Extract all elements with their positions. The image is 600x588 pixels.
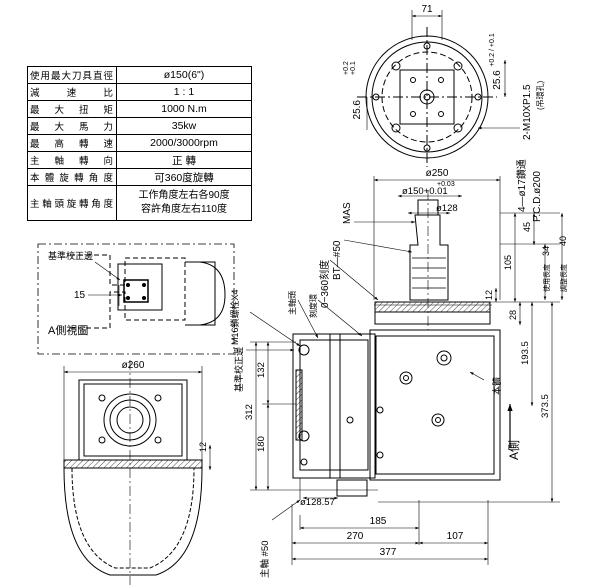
spec-row: 主軸頭旋轉角度 工作角度左右各90度 容許角度左右110度 <box>26 185 253 221</box>
holes-note: 4—ø17鑽通 <box>515 159 528 212</box>
dim-128: ø128 <box>436 203 458 214</box>
tool-holder <box>409 214 449 301</box>
spec-value: 正 轉 <box>116 151 253 169</box>
detail-block <box>117 263 163 311</box>
scale-ring-label: 刻度環 <box>308 294 318 318</box>
spec-value-line: 容許角度左右110度 <box>141 204 227 215</box>
thread-note: 2-M10XP1.5 <box>522 84 533 140</box>
dim-45: 45 <box>522 222 532 232</box>
dim-377: 377 <box>380 547 397 558</box>
dim-12-top: 12 <box>484 290 494 300</box>
bolt-holes <box>372 42 482 152</box>
front-bowl <box>63 467 203 576</box>
top-view: 71 25.6 +0.2 +0.1 25.6 +0.2 / +0.1 2-M10… <box>343 4 545 167</box>
spec-value: 工作角度左右各90度 容許角度左右110度 <box>116 185 253 221</box>
top-flange <box>374 301 491 313</box>
dim-40-label: 調整長度 <box>559 264 568 292</box>
pcd-note: P.C.D.ø200 <box>532 171 543 222</box>
ref-edge-label: 基準校正邊 <box>233 347 244 392</box>
detail-frame <box>37 243 235 355</box>
rotate-label: 0~360刻度 <box>318 260 331 308</box>
inner-frame <box>399 69 455 125</box>
detail-title: A側視圖 <box>48 323 88 337</box>
main-body <box>369 329 501 481</box>
dim-132: 132 <box>256 362 267 378</box>
dim-25-6-left-tol-upper: +0.2 <box>343 61 350 75</box>
m16-label: M16鎖螺栓X4 <box>229 289 240 345</box>
dim-312: 312 <box>244 404 255 420</box>
dim-150-tol: +0.03 <box>437 181 455 188</box>
front-view: ø260 12 <box>63 360 212 585</box>
dim-185: 185 <box>370 516 387 527</box>
spec-value-line: 工作角度左右各90度 <box>138 190 230 201</box>
front-block <box>78 379 188 461</box>
dim-105: 105 <box>503 255 513 270</box>
dim-28: 28 <box>508 310 518 320</box>
a-side-view: 15 基準校正邊 A側視圖 <box>37 243 235 355</box>
thread-sub: (吊環孔) <box>536 80 545 110</box>
body-label: 本體 <box>491 377 502 395</box>
dim-25-6-right-tol: +0.2 / +0.1 <box>489 33 496 67</box>
bt50-label: BT—#50 <box>332 240 343 280</box>
dim-193: 193.5 <box>520 341 531 365</box>
detail-dim-15: 15 <box>74 290 86 301</box>
front-base <box>63 459 203 469</box>
spec-value: 2000/3000rpm <box>116 134 253 152</box>
front-dim-260: ø260 <box>122 360 145 371</box>
mas-label: MAS <box>342 202 353 224</box>
spindle-head-label: 主軸頭 <box>287 291 297 315</box>
dim-270: 270 <box>347 531 364 542</box>
side-a-label: A側 <box>507 440 521 460</box>
dim-250: ø250 <box>426 168 449 179</box>
dim-25-6-left: 25.6 <box>352 100 363 120</box>
dim-128-57: ø128.57 <box>300 497 335 508</box>
dim-34-label: 使用長度 <box>542 264 551 292</box>
side-view: ø250 ø150+0.01 +0.03 ø128 4—ø17鑽通 P.C.D.… <box>229 159 568 578</box>
dim-107: 107 <box>447 531 464 542</box>
spindle-tag: 主軸 #50 <box>259 541 271 579</box>
dim-373: 373.5 <box>540 394 551 418</box>
dim-34: 34 <box>541 246 551 256</box>
spindle-nose <box>336 479 368 497</box>
dim-180: 180 <box>256 436 267 452</box>
spindle-head <box>292 333 376 479</box>
dim-25-6-left-tol-lower: +0.1 <box>350 61 357 75</box>
spec-label: 主軸頭旋轉角度 <box>26 185 118 221</box>
dim-71: 71 <box>421 4 433 15</box>
dim-40: 40 <box>558 236 568 246</box>
dim-25-6-right: 25.6 <box>492 70 503 90</box>
front-dim-12: 12 <box>198 442 208 452</box>
dim-150: ø150+0.01 <box>402 186 448 197</box>
detail-ref-label: 基準校正邊 <box>48 250 93 261</box>
